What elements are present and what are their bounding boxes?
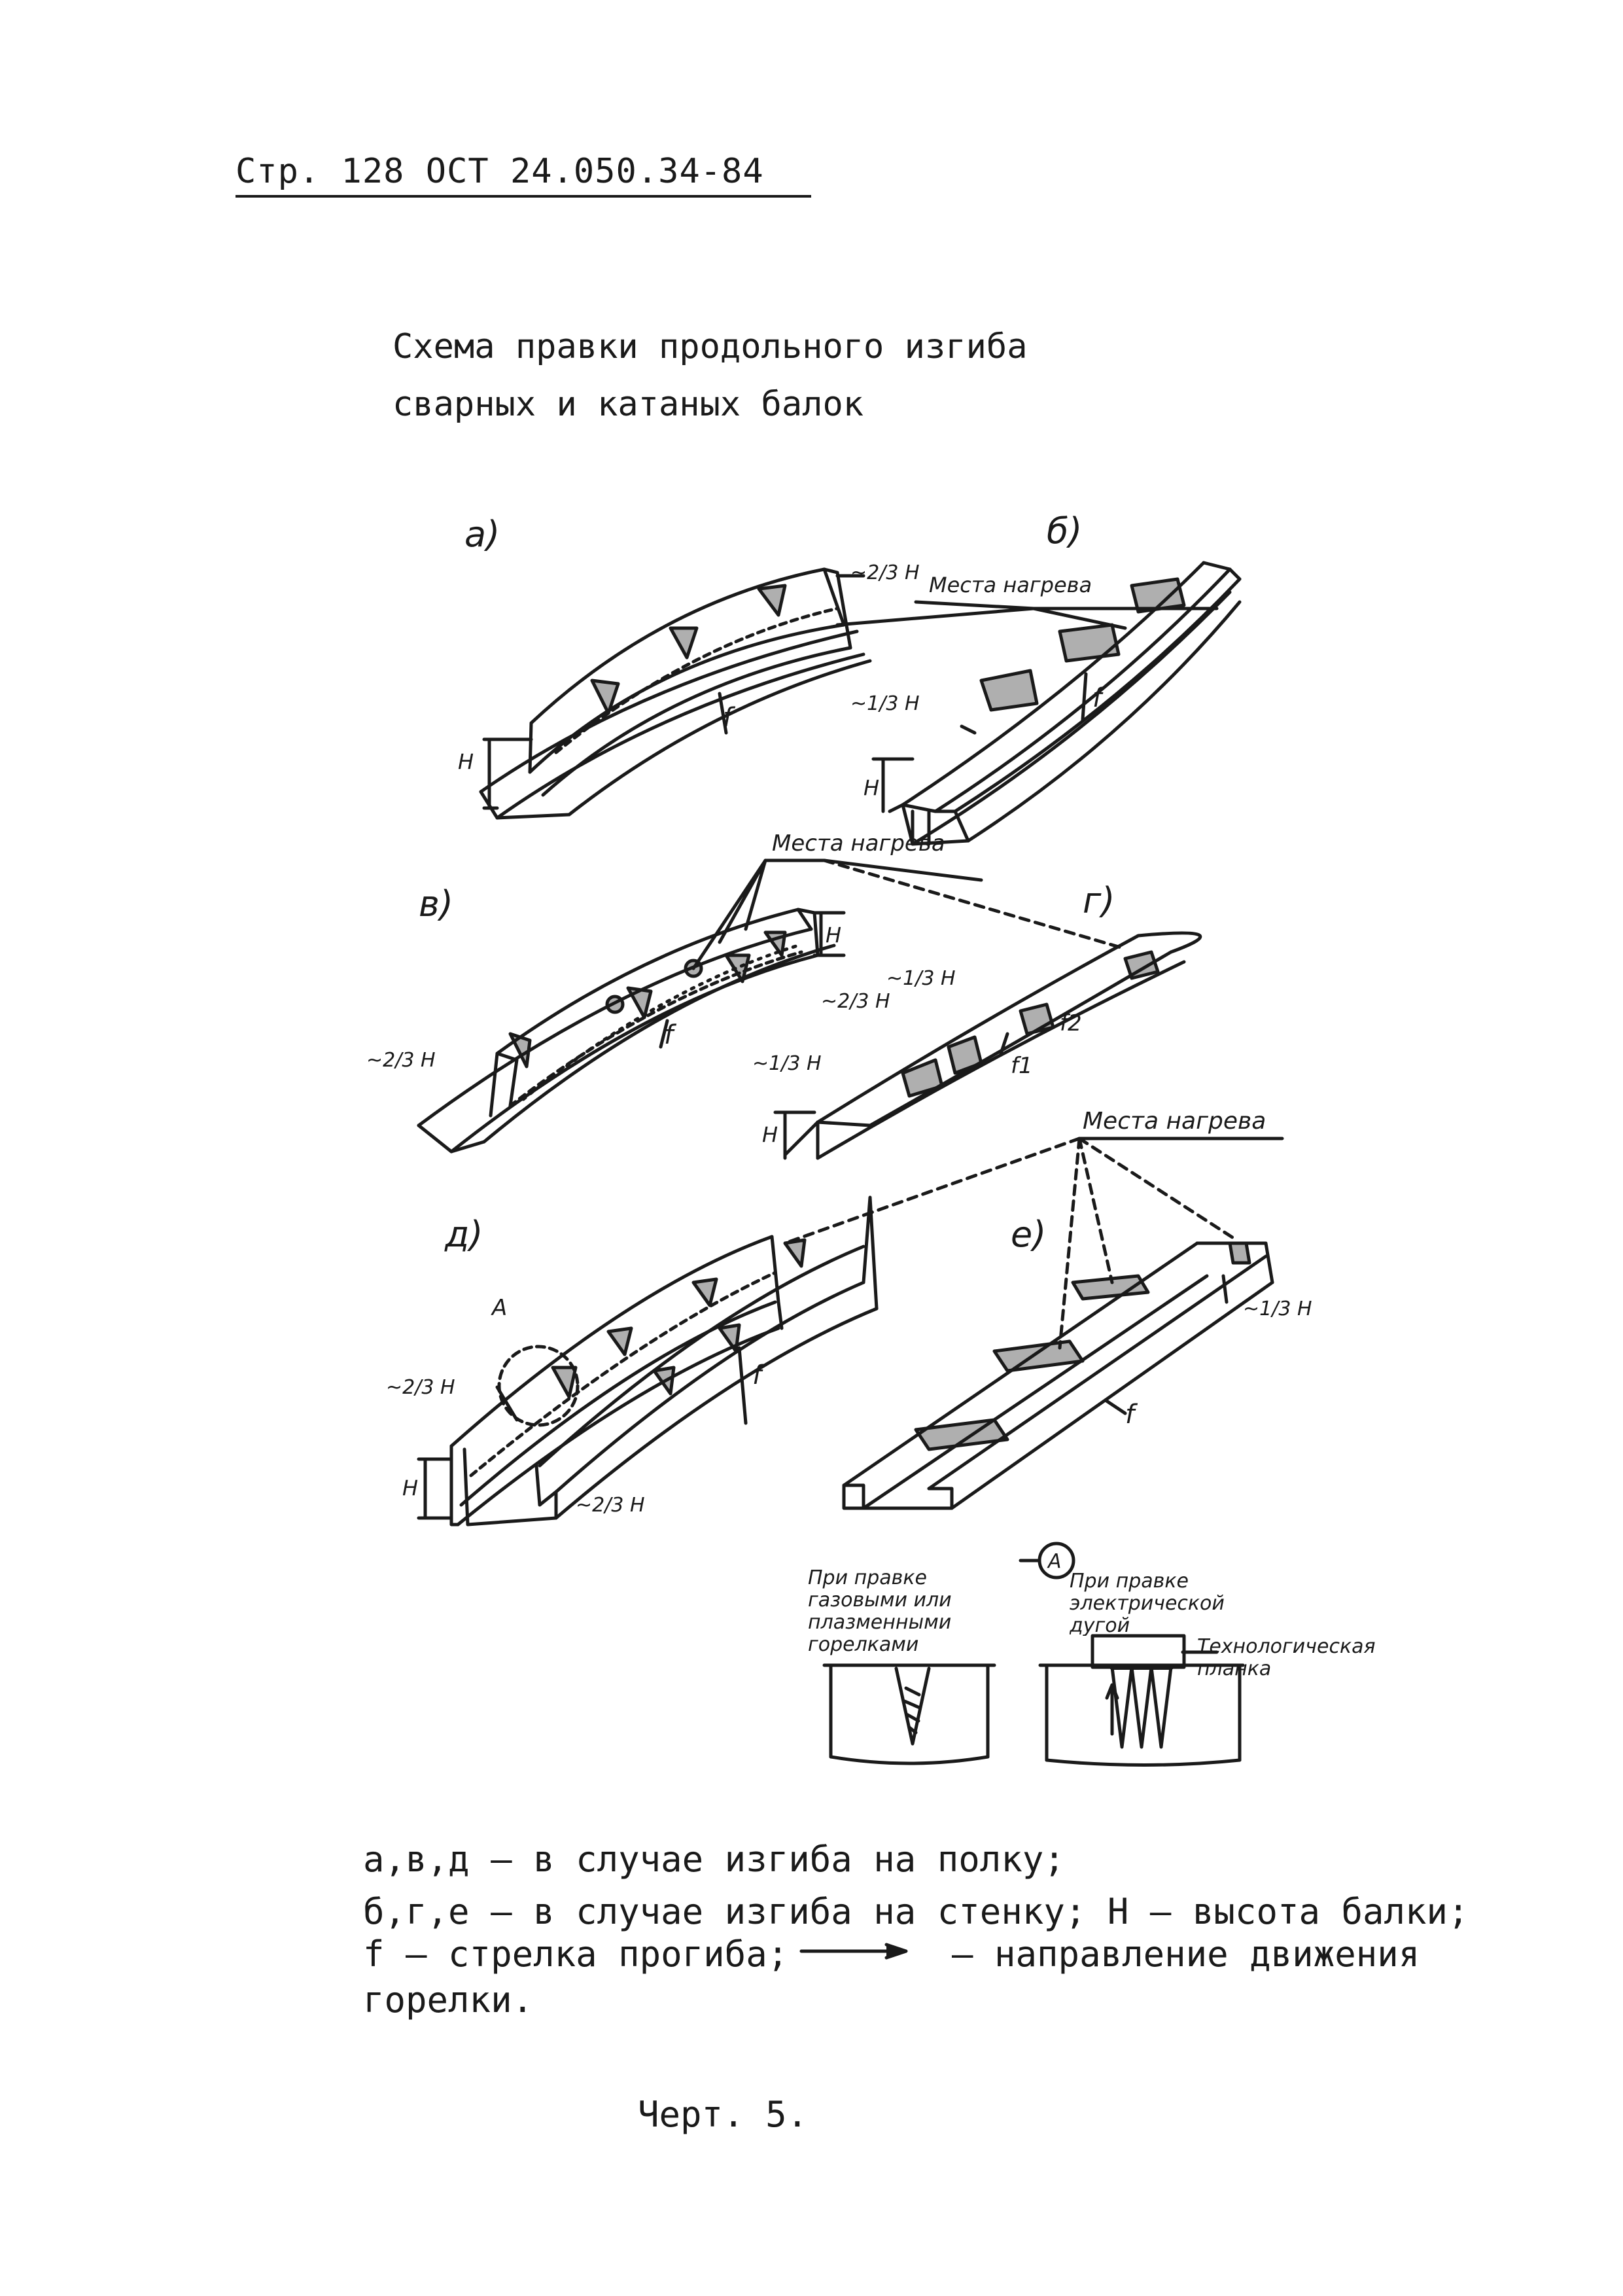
label-g: г): [1083, 880, 1115, 921]
beam-v: [417, 908, 846, 1154]
caption-line2: б,г,е – в случае изгиба на стенку; Н – в…: [363, 1891, 1469, 1932]
label-e: е): [1011, 1214, 1046, 1255]
caption-line1: а,в,д – в случае изгиба на полку;: [363, 1839, 1065, 1880]
page-header: Стр. 128 ОСТ 24.050.34-84: [236, 152, 764, 191]
height-b: Н: [864, 775, 879, 800]
deflection-v: f: [664, 1020, 677, 1050]
dim-two-thirds-d: ~2/3 Н: [386, 1376, 455, 1399]
dim-one-third-e: ~1/3 Н: [1243, 1298, 1312, 1320]
figure-title-line1: Схема правки продольного изгиба: [393, 327, 1028, 366]
header-underline: [236, 195, 811, 198]
dim-one-third-b: ~1/3 Н: [850, 692, 920, 715]
label-d: д): [444, 1214, 483, 1255]
detail-a: [822, 1542, 1245, 1767]
beam-b: [871, 561, 1242, 846]
label-b: б): [1047, 510, 1082, 552]
deflection-g-1: f1: [1011, 1053, 1033, 1079]
dim-two-thirds-v: ~2/3 Н: [821, 990, 890, 1013]
beam-a: [479, 567, 872, 820]
caption-line3a: f – стрелка прогиба;: [363, 1934, 789, 1975]
beam-g: [773, 931, 1202, 1160]
label-v: в): [419, 883, 453, 925]
figure-number: Черт. 5.: [638, 2094, 809, 2135]
beam-d: [417, 1195, 879, 1527]
dim-one-third-g-low: ~1/3 Н: [752, 1052, 822, 1075]
heating-label-top: Места нагрева: [929, 573, 1092, 597]
beam-e: [842, 1241, 1274, 1510]
height-v: Н: [826, 923, 841, 947]
heating-label-middle: Места нагрева: [772, 830, 945, 857]
height-d: Н: [402, 1475, 418, 1500]
caption-line4: горелки.: [363, 1979, 534, 2021]
heating-label-bottom: Места нагрева: [1083, 1108, 1266, 1135]
label-a: а): [464, 514, 500, 555]
detail-gas-caption: При правке газовыми или плазменными горе…: [808, 1567, 952, 1656]
dim-one-third-g: ~1/3 Н: [886, 967, 956, 990]
detail-tech-plate-caption: Технологическая планка: [1197, 1636, 1376, 1680]
caption-line3b: – направление движения: [952, 1934, 1420, 1975]
deflection-e: f: [1125, 1400, 1138, 1430]
detail-marker-d: А: [491, 1295, 507, 1321]
deflection-g-2: f2: [1060, 1010, 1082, 1036]
deflection-a: f: [723, 703, 736, 733]
figure-title-line2: сварных и катаных балок: [393, 385, 864, 424]
dim-two-thirds-d-low: ~2/3 Н: [576, 1494, 645, 1517]
dim-two-thirds-v-left: ~2/3 Н: [366, 1049, 436, 1072]
height-a: Н: [458, 749, 474, 774]
dim-two-thirds-a: ~2/3 Н: [850, 561, 920, 584]
height-g: Н: [762, 1122, 778, 1147]
detail-marker-a: А: [1047, 1550, 1062, 1573]
detail-arc-caption: При правке электрической дугой: [1070, 1570, 1225, 1636]
